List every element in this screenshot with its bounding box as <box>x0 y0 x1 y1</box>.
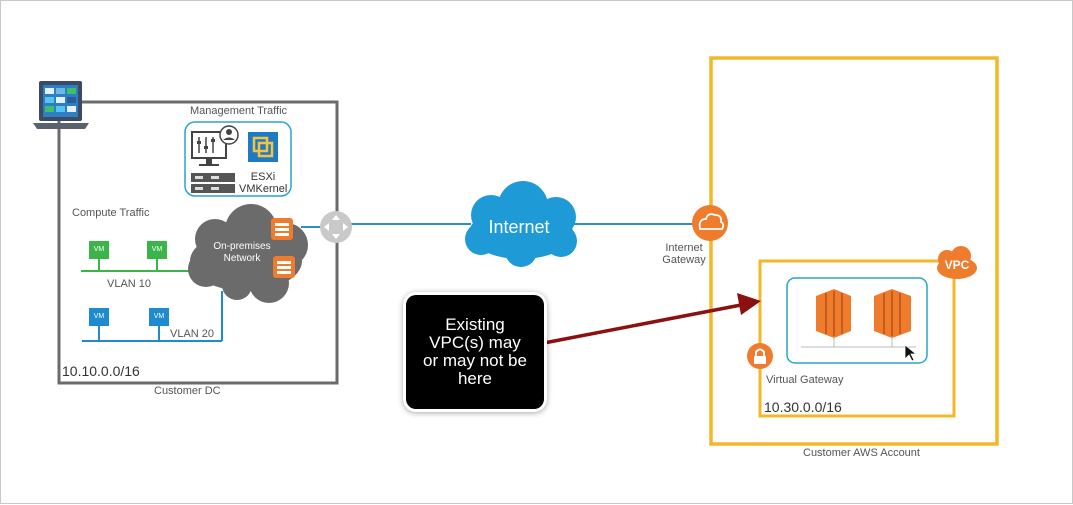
vm-label: VM <box>93 313 105 320</box>
firewall-icon <box>271 218 295 278</box>
vsphere-icon <box>248 132 278 162</box>
aws-account-box <box>709 56 999 446</box>
virtual-gateway-label: Virtual Gateway <box>766 374 844 386</box>
compute-traffic-label: Compute Traffic <box>72 207 150 219</box>
vpc-cidr-label: 10.30.0.0/16 <box>764 399 842 415</box>
laptop-icon <box>33 81 89 129</box>
cursor-icon <box>904 344 918 362</box>
vm-label: VM <box>153 313 165 320</box>
internet-gateway-label: Internet Gateway <box>662 242 706 266</box>
lock-icon <box>747 343 773 369</box>
vm-icon <box>89 241 169 326</box>
callout-text: Existing VPC(s) may or may not be here <box>423 315 527 388</box>
ec2-instance-icon <box>816 289 911 347</box>
onprem-network-label: On-premises Network <box>213 241 271 264</box>
internet-gateway-icon <box>692 205 728 241</box>
internet-cloud-icon <box>465 181 577 267</box>
vpc-box <box>758 259 956 418</box>
monitor-admin-icon <box>191 125 239 166</box>
esxi-vmkernel-label: ESXi VMKernel <box>239 171 288 195</box>
customer-aws-account-caption: Customer AWS Account <box>803 447 920 459</box>
vpc-badge-label: VPC <box>944 258 970 272</box>
vlan20-label: VLAN 20 <box>170 328 215 340</box>
internet-label: Internet <box>488 217 550 237</box>
vm-label: VM <box>93 246 105 253</box>
vm-label: VM <box>151 246 163 253</box>
vlan10-label: VLAN 10 <box>107 278 152 290</box>
existing-vpc-callout: Existing VPC(s) may or may not be here <box>406 295 544 409</box>
arrow-icon <box>543 293 761 345</box>
dc-cidr-label: 10.10.0.0/16 <box>62 363 140 379</box>
server-rack-icon <box>191 173 235 193</box>
management-traffic-label: Management Traffic <box>190 105 288 117</box>
vpc-badge-icon <box>937 246 977 279</box>
customer-dc-caption: Customer DC <box>154 385 221 397</box>
router-icon <box>320 211 352 243</box>
